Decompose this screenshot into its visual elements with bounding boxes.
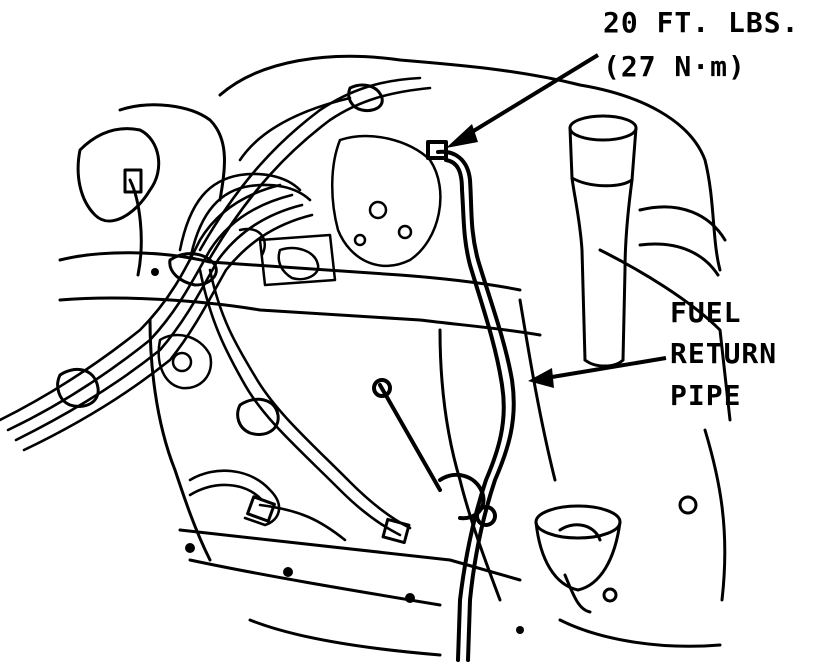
injection-lines xyxy=(0,76,432,542)
engine-block-outline xyxy=(58,54,732,657)
pcv-fitting xyxy=(534,495,698,614)
line-clamps xyxy=(56,83,411,545)
fuel-pipe-callout-arrow xyxy=(528,356,667,388)
pipe-fitting xyxy=(426,140,448,160)
torque-callout-arrow xyxy=(446,53,600,148)
fuel-return-pipe-label-line1: FUEL xyxy=(670,296,742,329)
intake-ports xyxy=(157,134,442,390)
torque-label: 20 FT. LBS. xyxy=(603,6,800,39)
oil-filler-tube xyxy=(568,114,727,368)
fuel-return-pipe-label-line2: RETURN xyxy=(670,337,778,370)
torque-metric-label: (27 N·m) xyxy=(603,50,746,83)
fuel-return-pipe xyxy=(372,140,516,662)
fuel-return-pipe-label-line3: PIPE xyxy=(670,379,742,412)
bolts xyxy=(151,268,524,634)
